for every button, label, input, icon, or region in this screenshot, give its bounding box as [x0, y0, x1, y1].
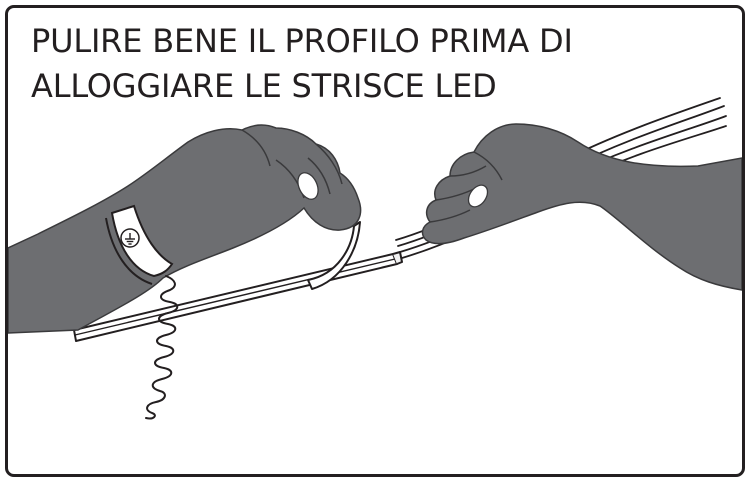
- wrist-strap: [105, 204, 174, 285]
- left-hand: [8, 124, 362, 334]
- instruction-caption: PULIRE BENE IL PROFILO PRIMA DI ALLOGGIA…: [31, 19, 573, 109]
- ground-symbol-icon: [120, 228, 140, 248]
- right-hand: [421, 123, 742, 291]
- caption-line-2: ALLOGGIARE LE STRISCE LED: [31, 67, 497, 105]
- caption-line-1: PULIRE BENE IL PROFILO PRIMA DI: [31, 22, 573, 60]
- led-profile: [73, 251, 403, 342]
- led-strip: [307, 221, 361, 290]
- cleaning-illustration: [8, 97, 742, 420]
- coiled-ground-cord: [145, 275, 179, 420]
- instruction-panel: PULIRE BENE IL PROFILO PRIMA DI ALLOGGIA…: [5, 5, 745, 477]
